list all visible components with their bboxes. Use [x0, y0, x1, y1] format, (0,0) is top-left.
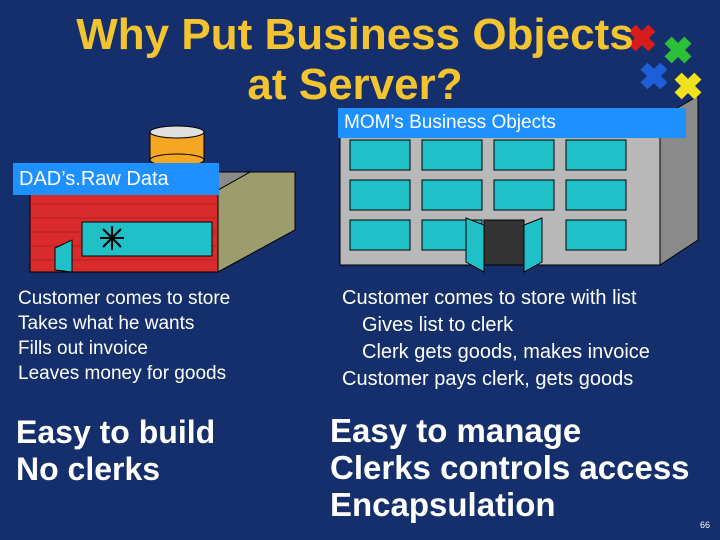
right-line: Customer pays clerk, gets goods [342, 366, 650, 393]
right-line: Gives list to clerk [342, 312, 650, 339]
right-line: Clerk gets goods, makes invoice [342, 339, 650, 366]
left-summary-line: Easy to build [16, 414, 215, 451]
title-line-1: Why Put Business Objects [30, 12, 680, 58]
mom-business-objects-label: MOM’s Business Objects [338, 108, 686, 138]
left-line: Fills out invoice [18, 336, 230, 361]
left-line: Leaves money for goods [18, 361, 230, 386]
right-bullet-list: Customer comes to store with list Gives … [342, 285, 650, 393]
left-summary: Easy to build No clerks [16, 414, 215, 488]
right-line: Customer comes to store with list [342, 285, 650, 312]
database-cylinder-icon [150, 126, 204, 166]
right-summary-line: Easy to manage [330, 412, 690, 449]
page-number: 66 [700, 520, 710, 530]
dad-raw-data-label: DAD’s.Raw Data [13, 163, 219, 195]
left-summary-line: No clerks [16, 451, 215, 488]
right-summary-line: Encapsulation [330, 486, 690, 523]
title-line-2: at Server? [30, 62, 680, 108]
right-summary-line: Clerks controls access [330, 449, 690, 486]
right-summary: Easy to manage Clerks controls access En… [330, 412, 690, 523]
broken-glass-icon [100, 226, 124, 250]
left-line: Takes what he wants [18, 311, 230, 336]
left-line: Customer comes to store [18, 286, 230, 311]
left-bullet-list: Customer comes to store Takes what he wa… [18, 286, 230, 386]
